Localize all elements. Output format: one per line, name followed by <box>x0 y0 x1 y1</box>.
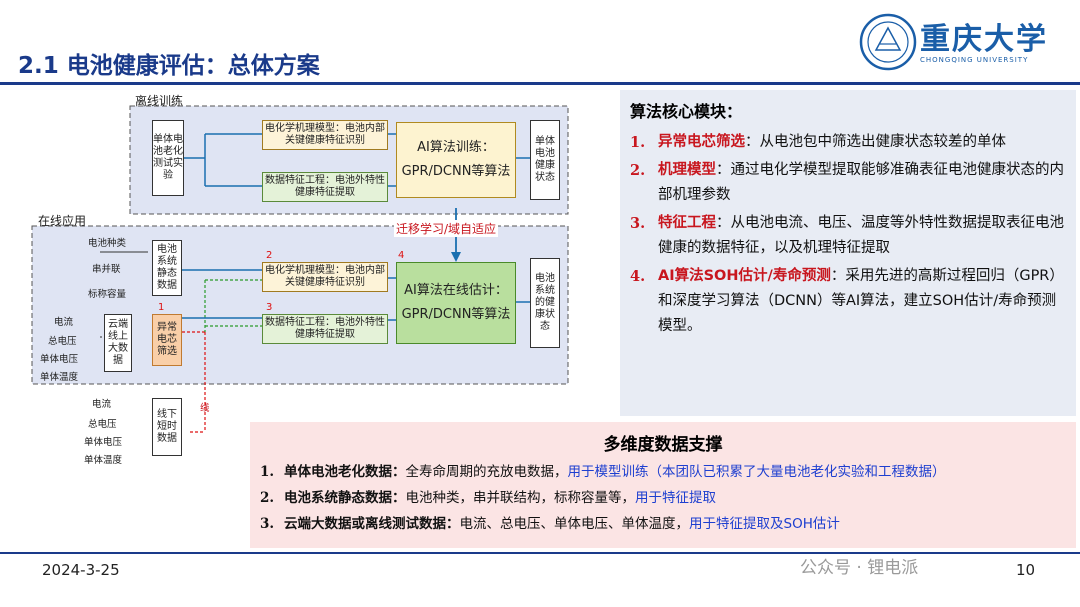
module-item: 4. AI算法SOH估计/寿命预测：采用先进的高斯过程回归（GPR）和深度学习算… <box>630 268 1064 334</box>
university-logo <box>858 12 1043 72</box>
online-echem-model-box: 电化学机理模型：电池内部关键健康特征识别 <box>262 262 388 292</box>
step-number-1: 1 <box>158 302 165 313</box>
cell-health-state-box: 单体电池健康状态 <box>530 120 560 200</box>
input-nominal-capacity: 标称容量 <box>88 289 127 300</box>
input-cell-voltage: 单体电压 <box>40 354 79 365</box>
university-seal-icon <box>859 13 917 71</box>
static-data-box: 电池系统静态数据 <box>152 240 182 296</box>
module-item: 1. 异常电芯筛选：从电池包中筛选出健康状态较差的单体 <box>630 134 1006 151</box>
offline-feature-eng-box: 数据特征工程：电池外特性健康特征提取 <box>262 172 388 202</box>
title-divider <box>0 82 1080 85</box>
data-support-item: 3. 云端大数据或离线测试数据：电流、总电压、单体电压、单体温度，用于特征提取及… <box>260 516 840 532</box>
page-number: 10 <box>1016 561 1036 579</box>
abnormal-cell-screen-box: 异常电芯筛选 <box>152 314 182 366</box>
online-feature-eng-box: 数据特征工程：电池外特性健康特征提取 <box>262 314 388 344</box>
module-item: 3. 特征工程：从电池电流、电压、温度等外特性数据提取表征电池健康的数据特征，以… <box>630 215 1064 256</box>
transfer-learning-label: 迁移学习/域自适应 <box>394 220 499 237</box>
step-number-2: 2 <box>266 250 273 261</box>
ai-training-line1: AI算法训练： <box>417 140 495 155</box>
algorithm-modules-panel: 算法核心模块： 1. 异常电芯筛选：从电池包中筛选出健康状态较差的单体 2. 机… <box>620 90 1076 416</box>
offline-input-cell-voltage: 单体电压 <box>84 437 123 448</box>
cell-aging-test-box: 单体电池老化测试实验 <box>152 120 184 196</box>
data-support-panel: 多维度数据支撑 1. 单体电池老化数据：全寿命周期的充放电数据，用于模型训练（本… <box>250 422 1076 548</box>
cloud-data-box: 云端线上大数据 <box>104 314 132 372</box>
page-title: 2.1 电池健康评估：总体方案 <box>18 53 320 79</box>
system-diagram: 离线训练 在线应用 单体电池老化测试实验 电化学机理模型：电池内部关键健康特征识… <box>30 92 615 472</box>
data-support-item: 1. 单体电池老化数据：全寿命周期的充放电数据，用于模型训练（本团队已积累了大量… <box>260 464 946 480</box>
module-item: 2. 机理模型：通过电化学模型提取能够准确表征电池健康状态的内部机理参数 <box>630 162 1064 203</box>
offline-tag: 线 <box>200 403 210 414</box>
offline-input-current: 电流 <box>92 399 112 410</box>
offline-input-total-voltage: 总电压 <box>88 419 117 430</box>
ai-training-box: AI算法训练： GPR/DCNN等算法 <box>396 122 516 198</box>
system-health-state-box: 电池系统的健康状态 <box>530 258 560 348</box>
offline-echem-model-box: 电化学机理模型：电池内部关键健康特征识别 <box>262 120 388 150</box>
input-total-voltage: 总电压 <box>48 336 77 347</box>
data-support-title: 多维度数据支撑 <box>603 435 723 455</box>
footer-divider <box>0 552 1080 554</box>
ai-online-line2: GPR/DCNN等算法 <box>401 307 511 322</box>
input-current: 电流 <box>54 317 74 328</box>
step-number-4: 4 <box>398 250 405 261</box>
algorithm-modules-title: 算法核心模块： <box>630 102 743 121</box>
ai-training-line2: GPR/DCNN等算法 <box>401 164 511 179</box>
logo-wordmark: 重庆大学 <box>920 22 1048 57</box>
input-series-parallel: 串并联 <box>92 264 121 275</box>
watermark: 公众号 · 锂电派 <box>800 558 919 578</box>
offline-short-data-box: 线下短时数据 <box>152 398 182 456</box>
footer-date: 2024-3-25 <box>42 561 120 579</box>
step-number-3: 3 <box>266 302 273 313</box>
ai-online-estimation-box: AI算法在线估计： GPR/DCNN等算法 <box>396 262 516 344</box>
online-application-label: 在线应用 <box>38 214 87 228</box>
input-battery-type: 电池种类 <box>88 238 127 249</box>
ai-online-line1: AI算法在线估计： <box>404 283 508 298</box>
input-cell-temperature: 单体温度 <box>40 372 79 383</box>
logo-subtitle: CHONGQING UNIVERSITY <box>920 56 1029 64</box>
offline-input-cell-temperature: 单体温度 <box>84 455 123 466</box>
data-support-item: 2. 电池系统静态数据：电池种类，串并联结构，标称容量等，用于特征提取 <box>260 490 716 506</box>
offline-training-label: 离线训练 <box>135 94 184 108</box>
